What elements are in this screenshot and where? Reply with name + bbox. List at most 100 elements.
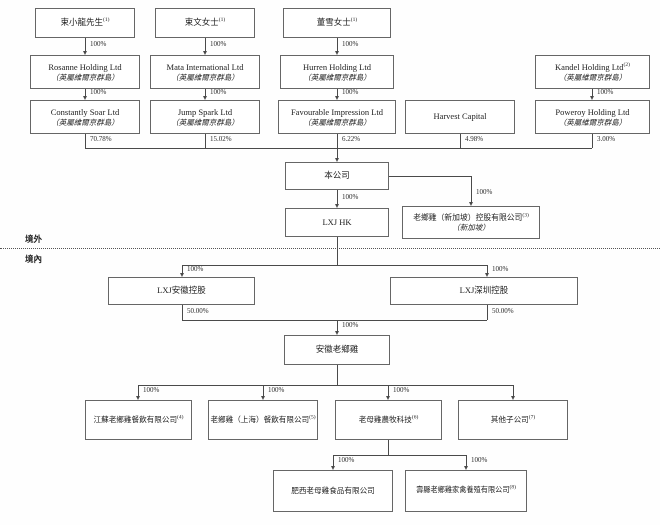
node-jurisdiction: （英屬維爾京群島） xyxy=(303,117,371,127)
arrowhead xyxy=(82,51,87,55)
pct-label: 100% xyxy=(210,88,227,96)
pct-label: 100% xyxy=(338,456,355,464)
node-jurisdiction: （英屬維爾京群島） xyxy=(558,117,627,127)
connector-line xyxy=(337,38,338,51)
pct-label: 100% xyxy=(597,88,614,96)
node-shouxian-breeding: 壽縣老鄉雞家禽養殖有限公司(8) xyxy=(405,470,527,512)
node-label: 老母雞農牧科技(6) xyxy=(358,414,419,425)
node-label: 壽縣老鄉雞家禽養殖有限公司(8) xyxy=(416,484,516,495)
pct-label: 100% xyxy=(393,386,410,394)
connector-line xyxy=(487,265,488,273)
node-label: 安徽老鄉雞 xyxy=(315,344,359,355)
node-anhui-lxj: 安徽老鄉雞 xyxy=(284,335,390,365)
connector-line xyxy=(337,237,338,265)
connector-line xyxy=(333,455,334,466)
pct-label: 100% xyxy=(471,456,488,464)
node-label: 老鄉雞（上海）餐飲有限公司(5) xyxy=(210,414,316,425)
node-lxj-singapore: 老鄉雞（新加坡）控股有限公司(3) （新加坡） xyxy=(402,206,540,239)
connector-line xyxy=(592,89,593,96)
pct-label: 15.02% xyxy=(210,135,232,143)
pct-label: 100% xyxy=(342,321,359,329)
footnote-marker: (1) xyxy=(350,17,358,24)
node-lxj-shenzhen-holding: LXJ深圳控股 xyxy=(390,277,578,305)
arrowhead xyxy=(82,96,87,100)
arrowhead xyxy=(589,96,594,100)
bus-line xyxy=(333,455,466,456)
connector-line xyxy=(205,134,206,148)
arrowhead xyxy=(334,204,339,208)
connector-line xyxy=(466,455,467,466)
node-label: Constantly Soar Ltd xyxy=(50,106,120,117)
connector-line xyxy=(337,365,338,385)
node-label: Harvest Capital xyxy=(433,111,487,122)
pct-label: 50.00% xyxy=(492,307,514,315)
node-lxj-hk: LXJ HK xyxy=(285,208,389,237)
node-hurren-holding: Hurren Holding Ltd （英屬維爾京群島） xyxy=(280,55,394,89)
offshore-onshore-divider xyxy=(0,248,660,249)
footnote-marker: (4) xyxy=(177,414,184,421)
footnote-marker: (2) xyxy=(623,61,630,68)
node-jurisdiction: （英屬維爾京群島） xyxy=(558,72,627,82)
node-label: Mata International Ltd xyxy=(166,61,244,72)
connector-line xyxy=(263,385,264,396)
pct-label: 100% xyxy=(476,188,493,196)
connector-line xyxy=(337,190,338,204)
pct-label: 4.98% xyxy=(465,135,484,143)
pct-label: 100% xyxy=(90,40,107,48)
arrowhead xyxy=(135,396,140,400)
connector-line xyxy=(205,38,206,51)
connector-line xyxy=(205,89,206,96)
connector-line xyxy=(337,320,338,331)
node-harvest-capital: Harvest Capital xyxy=(405,100,515,134)
arrowhead xyxy=(334,331,339,335)
node-label: 本公司 xyxy=(324,170,350,181)
arrowhead xyxy=(260,396,265,400)
node-shu-xiaolong: 束小龍先生(1) xyxy=(35,8,135,38)
node-lxj-anhui-holding: LXJ安徽控股 xyxy=(108,277,255,305)
connector-line xyxy=(471,176,472,202)
connector-line xyxy=(592,134,593,148)
node-shu-wen: 束文女士(1) xyxy=(155,8,255,38)
node-feixi-food: 肥西老母雞食品有限公司 xyxy=(273,470,393,512)
node-label: 束文女士(1) xyxy=(184,17,226,28)
node-poweroy-holding: Poweroy Holding Ltd （英屬維爾京群島） xyxy=(535,100,650,134)
node-label: Rosanne Holding Ltd xyxy=(48,61,122,72)
arrowhead xyxy=(385,396,390,400)
node-label: 董雪女士(1) xyxy=(316,17,358,28)
node-shanghai-lxj: 老鄉雞（上海）餐飲有限公司(5) xyxy=(208,400,318,440)
node-favourable-impression: Favourable Impression Ltd （英屬維爾京群島） xyxy=(278,100,396,134)
arrowhead xyxy=(484,273,489,277)
node-label: 肥西老母雞食品有限公司 xyxy=(291,486,375,496)
node-jurisdiction: （新加坡） xyxy=(452,222,490,232)
node-label: Kandel Holding Ltd(2) xyxy=(555,61,630,72)
connector-line xyxy=(85,89,86,96)
node-jump-spark: Jump Spark Ltd （英屬維爾京群島） xyxy=(150,100,260,134)
connector-line xyxy=(460,134,461,148)
connector-line xyxy=(388,440,389,455)
node-rosanne-holding: Rosanne Holding Ltd （英屬維爾京群島） xyxy=(30,55,140,89)
node-company: 本公司 xyxy=(285,162,389,190)
connector-line xyxy=(85,134,86,148)
node-label: LXJ HK xyxy=(322,216,352,227)
node-jurisdiction: （英屬維爾京群島） xyxy=(51,117,119,127)
pct-label: 100% xyxy=(492,265,509,273)
node-kandel-holding: Kandel Holding Ltd(2) （英屬維爾京群島） xyxy=(535,55,650,89)
pct-label: 70.78% xyxy=(90,135,112,143)
bus-line xyxy=(138,385,513,386)
pct-label: 6.22% xyxy=(342,135,361,143)
pct-label: 100% xyxy=(268,386,285,394)
connector-line xyxy=(337,134,338,148)
connector-line xyxy=(337,148,338,158)
node-label: Poweroy Holding Ltd xyxy=(555,106,630,117)
node-jurisdiction: （英屬維爾京群島） xyxy=(303,72,371,82)
bus-line xyxy=(85,148,592,149)
arrowhead xyxy=(202,51,207,55)
node-jiangsu-lxj: 江蘇老鄉雞餐飲有限公司(4) xyxy=(85,400,192,440)
footnote-marker: (5) xyxy=(309,414,316,421)
connector-line xyxy=(337,89,338,96)
node-label: LXJ深圳控股 xyxy=(459,285,509,296)
bus-line xyxy=(182,265,487,266)
node-label: LXJ安徽控股 xyxy=(157,285,206,296)
pct-label: 100% xyxy=(342,40,359,48)
